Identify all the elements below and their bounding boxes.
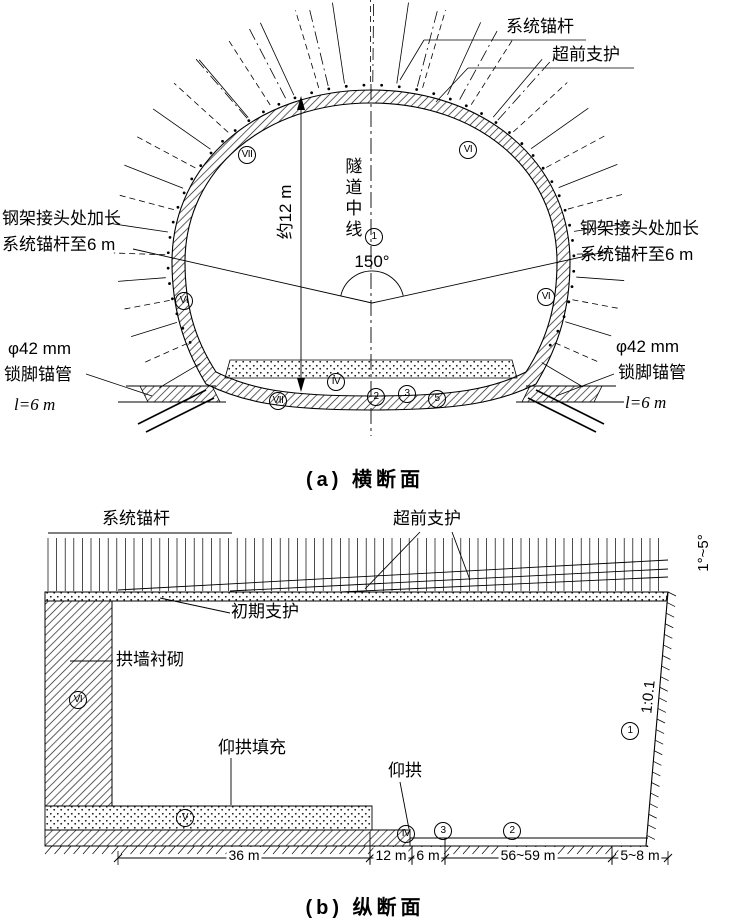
label-arch-wall-lining: 拱墙衬砌	[116, 650, 184, 669]
label-lock-pipe-name-right: 锁脚锚管	[618, 363, 686, 382]
angle-arc	[340, 270, 404, 296]
label-system-bolt-a: 系统锚杆	[506, 17, 574, 36]
advance-support-pipe	[339, 576, 669, 593]
left-footing-block	[139, 385, 221, 403]
system-bolt-lines	[47, 538, 659, 591]
zone-marker: 2	[503, 822, 521, 840]
label-invert-fill: 仰拱填充	[218, 738, 286, 757]
label-joint-note-right-1: 钢架接头处加长	[580, 219, 699, 238]
right-lock-pipe	[535, 389, 605, 425]
zone-marker: IV	[397, 825, 415, 843]
label-lock-pipe-dia-left: φ42 mm	[8, 339, 71, 358]
dim-5-8m: 5~8 m	[618, 847, 662, 863]
zone-marker: IV	[327, 373, 345, 391]
label-surface-angle: 1°~5°	[695, 534, 712, 572]
label-joint-note-left-2: 系统锚杆至6 m	[2, 235, 116, 254]
zone-marker: V	[176, 809, 194, 827]
label-lock-pipe-name-left: 锁脚锚管	[4, 365, 72, 384]
shotcrete-dots	[166, 83, 576, 347]
zone-marker: 3	[434, 822, 452, 840]
label-joint-note-left-1: 钢架接头处加长	[2, 209, 121, 228]
zone-marker: VI	[175, 292, 193, 310]
longitudinal-section	[44, 531, 677, 865]
label-invert: 仰拱	[388, 761, 422, 780]
zone-marker: VI	[537, 288, 555, 306]
cross-section	[85, 0, 634, 436]
right-lock-pipe	[527, 397, 597, 433]
left-lock-pipe	[145, 397, 215, 433]
label-advance-support-b: 超前支护	[393, 509, 461, 528]
zone-marker: 5	[428, 390, 446, 408]
label-tunnel-centerline: 隧道中线	[342, 157, 362, 241]
advance-support-pipe	[117, 559, 669, 591]
label-advance-support-a: 超前支护	[552, 45, 620, 64]
invert-lining-block	[44, 829, 411, 847]
zone-marker: 1	[365, 228, 383, 246]
dim-56-59m: 56~59 m	[498, 847, 558, 863]
invert-fill-block	[44, 805, 373, 831]
dim-12m: 12 m	[373, 847, 409, 863]
zone-marker: VII	[238, 146, 256, 164]
label-slope-ratio: 1:0.1	[638, 679, 659, 715]
label-arc-angle: 150°	[354, 252, 390, 271]
zone-marker: VI	[459, 141, 477, 159]
zone-marker: 2	[367, 388, 385, 406]
label-height-dim: 约12 m	[275, 184, 295, 240]
dimension-ticks	[113, 851, 673, 865]
advance-support-pipe	[229, 568, 669, 592]
label-initial-support: 初期支护	[231, 602, 299, 621]
caption-cross-section: (a) 横断面	[306, 469, 424, 491]
label-system-bolt-b: 系统锚杆	[102, 509, 170, 528]
zone-marker: VII	[269, 392, 287, 410]
angle-line-right	[371, 250, 610, 304]
dim-6m: 6 m	[414, 847, 442, 863]
dim-36m: 36 m	[226, 847, 262, 863]
left-lock-pipe	[137, 389, 207, 425]
rock-bolt-rays	[113, 0, 629, 389]
initial-support-strip	[44, 591, 669, 602]
zone-marker: 1	[621, 722, 639, 740]
zone-marker: 3	[398, 385, 416, 403]
caption-longitudinal-section: (b) 纵断面	[305, 897, 425, 919]
angle-line-left	[132, 248, 373, 304]
label-lock-pipe-len-right: l=6 m	[625, 393, 667, 412]
label-lock-pipe-len-left: l=6 m	[14, 395, 56, 414]
label-lock-pipe-dia-right: φ42 mm	[616, 337, 679, 356]
zone-marker: VI	[69, 691, 87, 709]
label-joint-note-right-2: 系统锚杆至6 m	[580, 245, 694, 264]
